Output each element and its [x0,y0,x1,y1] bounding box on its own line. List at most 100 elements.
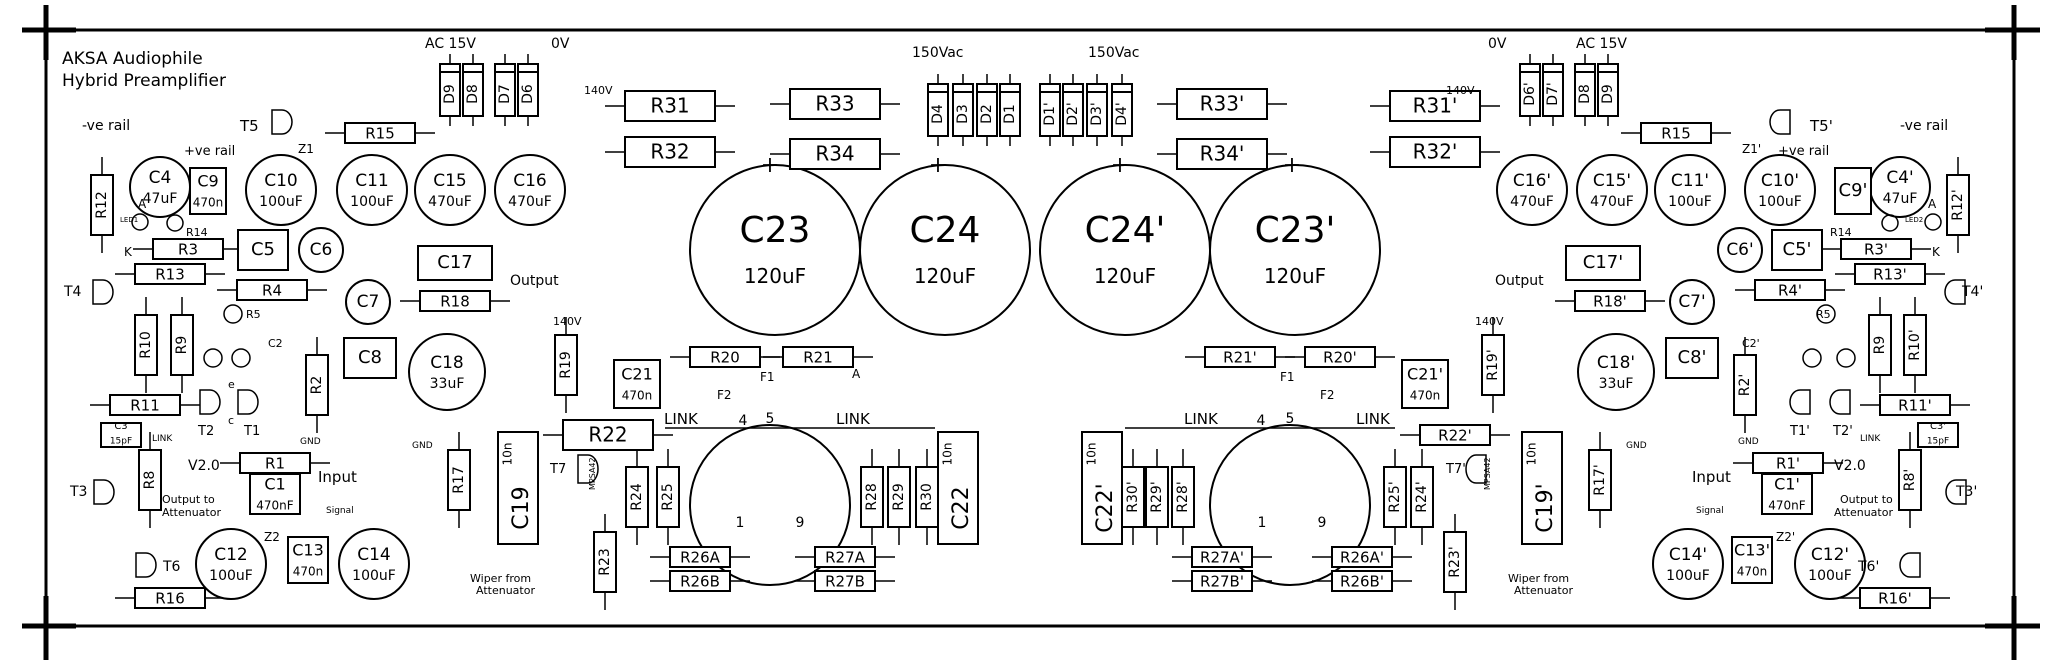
label-capacitors-C1p: C1' [1774,475,1800,494]
label-resistors-R17p: R17' [1592,464,1608,495]
transistor-T2: T2 [197,424,214,439]
led1-k: K [124,245,133,259]
label-resistors-R2p: R2' [1737,374,1753,396]
f1-label: F1 [760,370,775,384]
valve-pin-5: 5 [766,411,775,427]
label-resistors-R19: R19 [558,351,574,379]
input-label-r: Input [1692,468,1731,486]
neg-rail-label: -ve rail [82,118,130,134]
wiper-1: Wiper from [470,572,531,585]
annotations: AKSA Audiophile Hybrid Preamplifier -ve … [62,36,1983,597]
resistor-R13: R13 [115,263,225,285]
label-capacitors-C15v: 470uF [428,194,472,210]
label-semis-D2: D2 [979,104,995,124]
out-atten-2-r: Attenuator [1834,506,1893,519]
diode-D3p: D3' [1086,74,1108,146]
label-resistors-R9p: R9 [1872,336,1888,355]
label-capacitors-C22: C22 [949,486,974,529]
resistor-R34p: R34' [1157,138,1287,170]
label-resistors-R16: R16 [155,590,185,608]
resistor-R20p: R20' [1285,346,1395,368]
diode-D2: D2 [976,74,998,146]
resistor-R8: R8 [138,432,162,528]
label-capacitors-C12: C12 [214,545,248,565]
resistor-R21: R21 [763,346,873,368]
label-resistors-R26Ap: R26A' [1340,549,1384,567]
label-capacitors-C4p: C4' [1886,168,1913,188]
cap-C23p: C23' [1255,210,1336,251]
label-resistors-R27B: R27B [825,573,865,591]
svg-text:+: + [929,153,947,178]
cap-C6p: C6' [1717,227,1763,273]
label-semis-D2p: D2' [1065,102,1081,126]
label-resistors-R23p: R23' [1447,546,1463,577]
gnd-label-4: GND [1738,437,1759,447]
cap-C24-value: 120uF [914,264,976,288]
zener-Z1: Z1 [298,142,314,156]
label-capacitors-C3v: 15pF [110,437,132,447]
transistor-T6: T6 [162,559,181,575]
resistor-R28: R28 [860,449,884,545]
resistor-R21p: R21' [1185,346,1295,368]
label-resistors-R26B: R26B [680,573,720,591]
label-resistors-R27Bp: R27B' [1200,573,1244,591]
diode-D6: D6 [517,54,539,126]
resistor-R16: R16 [115,587,225,609]
svg-text:+: + [761,153,779,178]
label-resistors-R15: R15 [365,125,395,143]
label-capacitors-C15v: 470uF [1590,194,1634,210]
out-atten-1-r: Output to [1840,493,1893,506]
cap-C8: C8 [343,337,397,379]
cap-C16p: C16'470uF [1496,154,1568,226]
label-resistors-R26Bp: R26B' [1340,573,1384,591]
label-resistors-R22p: R22' [1438,427,1472,445]
label-semis-D6p: D6' [1522,82,1538,106]
resistor-R17: R17 [447,432,471,528]
pos-rail-label: +ve rail [184,144,235,159]
diode-D1: D1 [999,74,1021,146]
out-atten-1: Output to [162,493,215,506]
label-resistors-R17: R17 [451,466,467,494]
label-resistors-R33p: R33' [1200,92,1245,116]
cap-C24p-value: 120uF [1094,264,1156,288]
resistor-R16p: R16' [1840,587,1950,609]
label-semis-D1p: D1' [1042,102,1058,126]
zener-Z2p: Z2' [1776,530,1795,544]
diode-D3: D3 [952,74,974,146]
resistor-R23: R23 [593,514,617,610]
zener-Z2: Z2 [264,530,280,544]
label-capacitors-C9: C9 [197,172,218,191]
label-resistors-R15p: R15 [1661,125,1691,143]
label-resistors-R3: R3 [178,241,198,259]
label-capacitors-C14p: C14' [1669,545,1707,565]
label-resistors-R22: R22 [588,423,627,447]
transistor-T4p: T4' [1961,284,1983,300]
valve-sockets: 4 5 1 9 4 5 1 9 [665,411,1395,586]
resistor-R33: R33 [770,88,900,120]
label-capacitors-C16: C16 [513,171,547,191]
t7p-part: MPSA42 [1483,457,1492,490]
resistor-R32: R32 [605,136,735,168]
label-capacitors-C11: C11 [355,171,389,191]
resistor-R10p: R10' [1903,297,1927,393]
resistor-R3: R3 [133,238,243,260]
diode-D1p: D1' [1039,74,1061,146]
led2-k: K [1932,245,1941,259]
resistor-R13p: R13' [1835,263,1945,285]
cap-C12p: C12'100uF [1794,528,1866,600]
resistor-R27Bp: R27B' [1172,570,1272,592]
label-capacitors-C1: C1 [264,475,285,494]
label-capacitors-C6p: C6' [1726,240,1753,260]
zener-Z1p: Z1' [1742,142,1761,156]
cap-C1: C1 470nF [249,473,301,515]
label-capacitors-C1v: 470nF [256,499,294,513]
resistor-R2p: R2' [1733,337,1757,433]
diode-D8: D8 [462,54,484,126]
label-capacitors-C13v: 470n [1737,565,1768,579]
label-resistors-R8p: R8' [1902,469,1918,491]
label-resistors-R11: R11 [130,397,160,415]
